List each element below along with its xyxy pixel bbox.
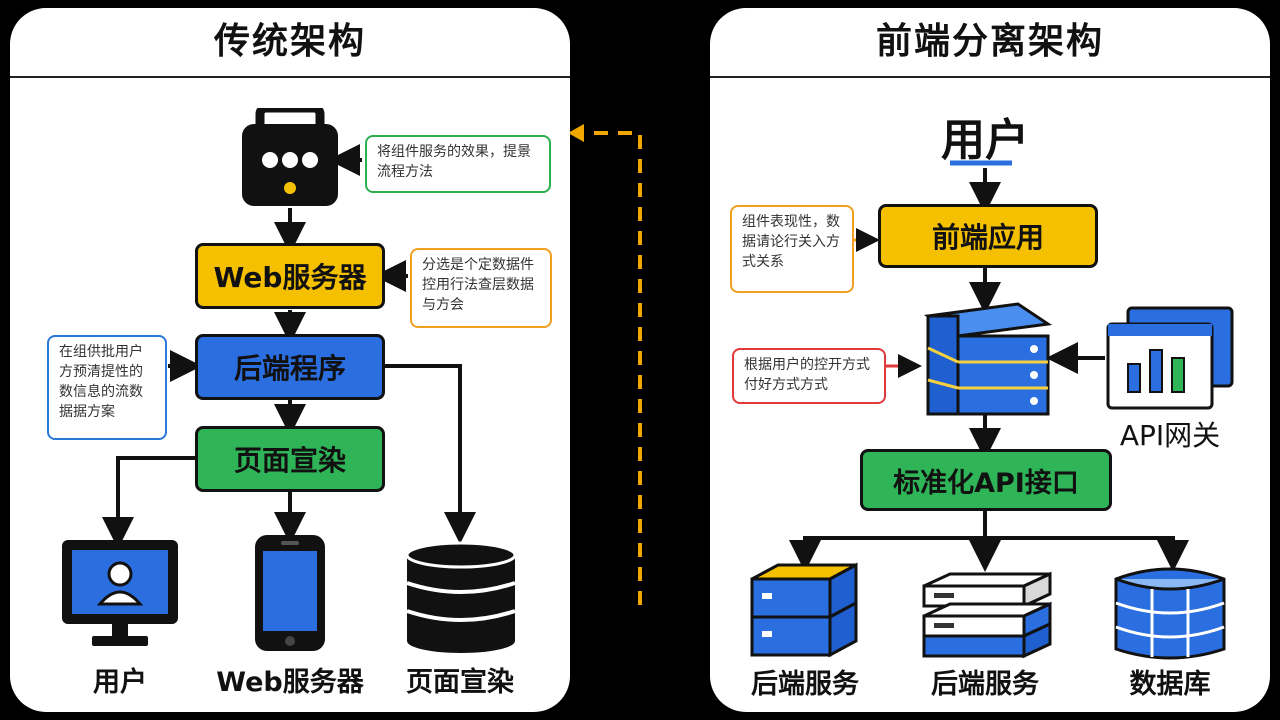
- server-cube-icon: [923, 302, 1053, 416]
- output-label-render: 页面宣染: [406, 667, 514, 698]
- api-gateway-label: API网关: [1119, 419, 1221, 452]
- right-connectors: [789, 160, 1189, 572]
- output-label-database: 数据库: [1129, 669, 1211, 700]
- output-label-user: 用户: [93, 667, 147, 698]
- output-label-web-server: Web服务器: [216, 667, 364, 698]
- panel-title: 传统架构: [10, 8, 570, 78]
- monitor-user-icon: [62, 540, 178, 646]
- backend-service-rack-icon: [922, 571, 1052, 659]
- backend-node: 后端程序: [195, 334, 385, 400]
- render-node: 页面宣染: [195, 426, 385, 492]
- database-grid-icon: [1114, 567, 1226, 660]
- database-icon: [405, 541, 517, 653]
- note-backend: 在组供批用户方预清提性的数信息的流数据据方案: [47, 335, 167, 440]
- note-server: 根据用户的控开方式付好方式方式: [732, 348, 886, 404]
- output-label-backend-1: 后端服务: [751, 669, 859, 700]
- api-interface-node: 标准化API接口: [860, 449, 1112, 511]
- output-label-backend-2: 后端服务: [931, 669, 1039, 700]
- web-server-node: Web服务器: [195, 243, 385, 309]
- note-frontend: 组件表现性，数据请论行关入方式关系: [730, 205, 854, 293]
- note-top: 将组件服务的效果，提景流程方法: [365, 135, 551, 193]
- mobile-phone-icon: [255, 535, 325, 651]
- note-web-server: 分选是个定数据件控用行法查层数据与方会: [410, 248, 552, 328]
- backend-service-stack-icon: [750, 562, 858, 658]
- left-connectors: [102, 144, 476, 549]
- panel-title: 前端分离架构: [710, 8, 1270, 78]
- traditional-architecture-panel: 传统架构 将组件服务的效果，提景流程方法 Web服务器 分选是个定数据件控用行: [10, 8, 570, 712]
- decoupled-architecture-panel: 前端分离架构 用户 组件表现性，数据请论行关入方式关系 前端应用: [710, 8, 1270, 712]
- api-gateway-chart-icon: [1106, 306, 1234, 410]
- frontend-app-node: 前端应用: [878, 204, 1098, 268]
- app-device-icon: [242, 108, 338, 206]
- user-label: 用户: [941, 115, 1029, 166]
